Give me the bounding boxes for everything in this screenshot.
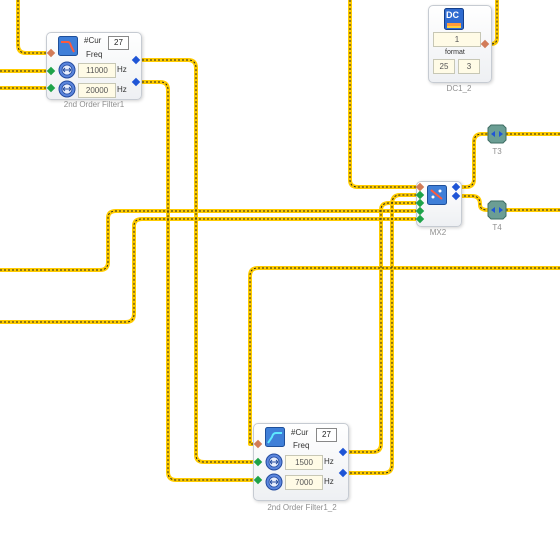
frequency-knob-icon[interactable] bbox=[58, 61, 76, 79]
filter1-cur-label: #Cur bbox=[84, 36, 102, 45]
filter1-freq-label: Freq bbox=[86, 50, 103, 59]
frequency-knob-icon[interactable] bbox=[58, 80, 76, 98]
dc-format-field-2[interactable]: 3 bbox=[458, 59, 480, 74]
mixer-caption: MX2 bbox=[429, 228, 447, 237]
filter2-freq1-unit: Hz bbox=[324, 457, 334, 466]
dc-source-icon bbox=[444, 8, 464, 30]
filter1-freq2-unit: Hz bbox=[117, 85, 127, 94]
filter2-freq2-unit: Hz bbox=[324, 477, 334, 486]
filter1-freq1-unit: Hz bbox=[117, 65, 127, 74]
dc-block[interactable]: DC 1 format 25 3 bbox=[428, 5, 492, 83]
dc-caption: DC1_2 bbox=[446, 84, 472, 93]
filter2-freq1-field[interactable]: 1500 bbox=[285, 455, 323, 470]
dc-format-field-1[interactable]: 25 bbox=[433, 59, 455, 74]
dc-icon-text: DC bbox=[446, 10, 459, 20]
filter1-cur-value[interactable]: 27 bbox=[108, 36, 129, 50]
filter1-freq1-field[interactable]: 11000 bbox=[78, 63, 116, 78]
filter2-block[interactable]: #Cur 27 Freq 1500 Hz 7000 Hz bbox=[253, 423, 349, 501]
filter2-caption: 2nd Order Filter1_2 bbox=[267, 503, 337, 512]
t3-caption: T3 bbox=[492, 147, 502, 156]
t3-terminal-icon[interactable] bbox=[487, 124, 507, 144]
filter2-freq-label: Freq bbox=[293, 441, 310, 450]
t4-caption: T4 bbox=[492, 223, 502, 232]
filter2-freq2-field[interactable]: 7000 bbox=[285, 475, 323, 490]
highpass-filter-icon bbox=[265, 427, 285, 447]
mixer-icon bbox=[427, 185, 447, 205]
frequency-knob-icon[interactable] bbox=[265, 473, 283, 491]
filter1-caption: 2nd Order Filter1 bbox=[63, 100, 125, 109]
lowpass-filter-icon bbox=[58, 36, 78, 56]
filter1-block[interactable]: #Cur 27 Freq 11000 Hz 20000 Hz bbox=[46, 32, 142, 100]
dc-value-field[interactable]: 1 bbox=[433, 32, 481, 47]
filter2-cur-value[interactable]: 27 bbox=[316, 428, 337, 442]
t4-terminal-icon[interactable] bbox=[487, 200, 507, 220]
filter1-freq2-field[interactable]: 20000 bbox=[78, 83, 116, 98]
frequency-knob-icon[interactable] bbox=[265, 453, 283, 471]
filter2-cur-label: #Cur bbox=[291, 428, 309, 437]
dc-format-label: format bbox=[445, 49, 465, 56]
